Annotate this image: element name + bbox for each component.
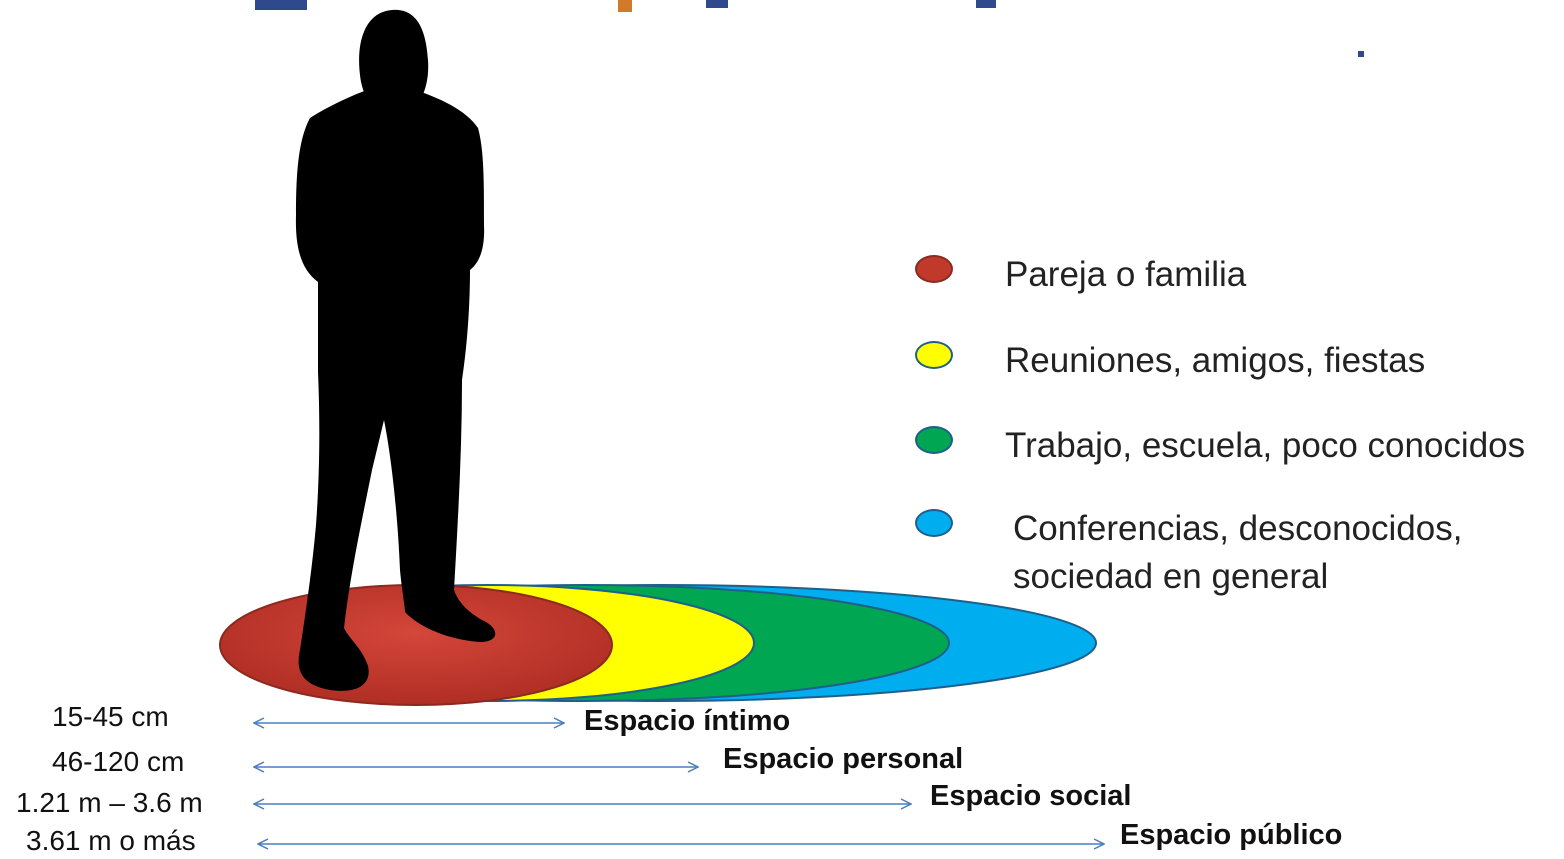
legend-item-public: Conferencias, desconocidos, sociedad en … <box>915 505 1462 601</box>
legend-dot-yellow-icon <box>915 341 953 369</box>
title-fragment-blue <box>255 0 307 10</box>
title-fragment-blue-3 <box>976 0 996 8</box>
distance-label-personal: 46-120 cm <box>52 746 185 777</box>
space-label-public: Espacio público <box>1120 819 1343 851</box>
legend-item-social: Trabajo, escuela, poco conocidos <box>915 422 1525 470</box>
distance-label-intimate: 15-45 cm <box>52 701 169 732</box>
legend-dot-green-icon <box>915 426 953 454</box>
legend-dot-blue-icon <box>915 509 953 537</box>
legend-item-personal: Reuniones, amigos, fiestas <box>915 337 1425 385</box>
distance-label-public: 3.61 m o más <box>26 825 196 856</box>
legend-label: Conferencias, desconocidos, sociedad en … <box>1013 509 1463 596</box>
legend-item-intimate: Pareja o familia <box>915 251 1246 299</box>
person-silhouette-icon <box>295 9 496 691</box>
title-fragment-orange <box>618 0 632 12</box>
space-label-social: Espacio social <box>930 780 1132 812</box>
distance-label-social: 1.21 m – 3.6 m <box>16 787 203 818</box>
space-label-personal: Espacio personal <box>723 743 964 775</box>
dot-mark <box>1358 51 1364 57</box>
legend-label: Pareja o familia <box>1005 255 1247 294</box>
space-label-intimate: Espacio íntimo <box>584 705 791 737</box>
title-fragment-blue-2 <box>706 0 728 8</box>
legend-label: Reuniones, amigos, fiestas <box>1005 341 1426 380</box>
legend-dot-red-icon <box>915 255 953 283</box>
legend-label: Trabajo, escuela, poco conocidos <box>1005 426 1526 465</box>
